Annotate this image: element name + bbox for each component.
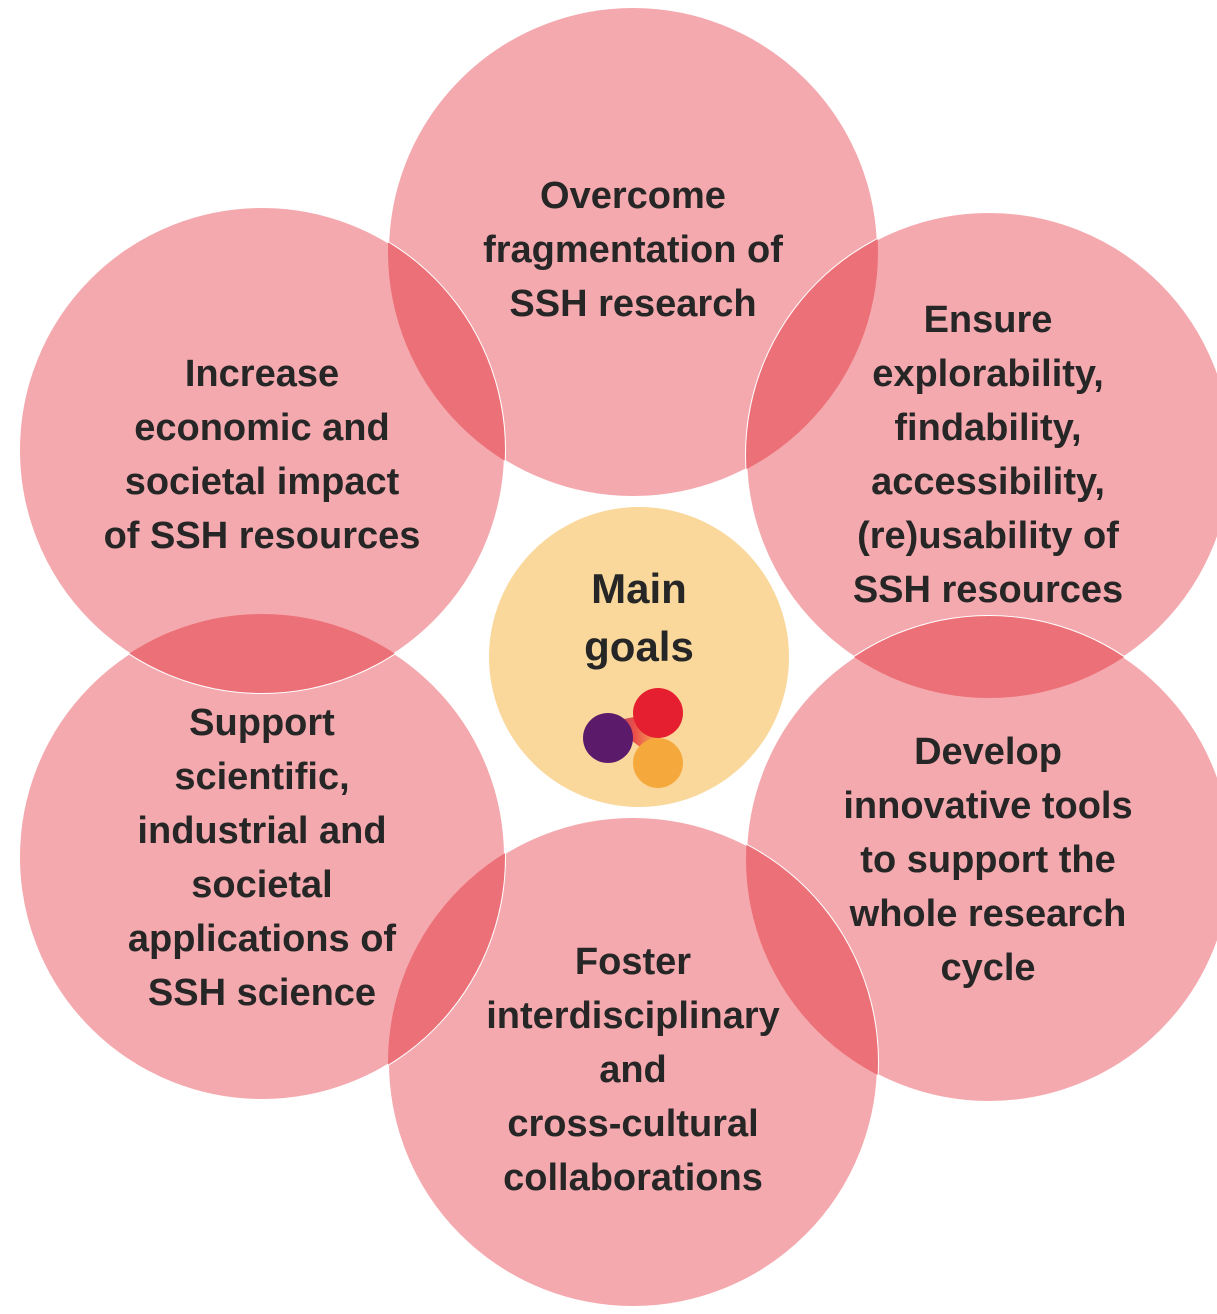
center-circle [489, 507, 789, 807]
center-label: Main goals [584, 565, 694, 670]
colored-dots-logo-icon [583, 688, 683, 788]
goal-label-upper-right: Ensure explorability, findability, acces… [852, 299, 1124, 611]
goal-label-bottom: Foster interdisciplinary and cross-cultu… [486, 941, 780, 1199]
goal-label-upper-left: Increase economic and societal impact of… [103, 353, 421, 557]
goal-label-top: Overcome fragmentation of SSH research [483, 175, 783, 325]
goal-label-lower-right: Develop innovative tools to support the … [843, 731, 1133, 989]
goal-label-lower-left: Support scientific, industrial and socie… [127, 702, 397, 1014]
